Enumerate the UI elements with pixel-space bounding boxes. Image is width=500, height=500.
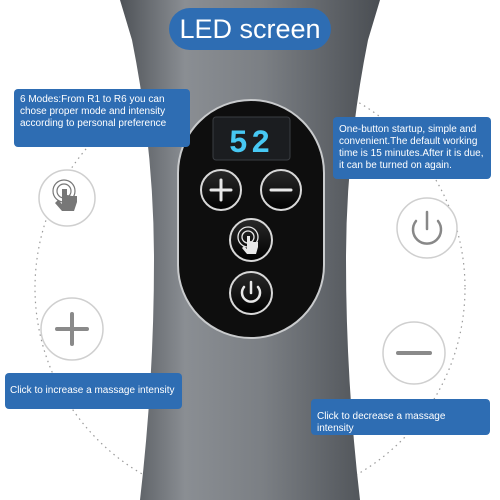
led-digits: 52 bbox=[229, 125, 273, 162]
plus-button[interactable] bbox=[200, 169, 242, 211]
plus-side-icon bbox=[40, 297, 104, 361]
power-side-icon bbox=[396, 197, 458, 259]
power-button[interactable] bbox=[229, 271, 273, 315]
increase-callout: Click to increase a massage intensity bbox=[5, 373, 182, 409]
power-icon bbox=[240, 280, 262, 303]
led-screen-badge: LED screen bbox=[169, 8, 331, 50]
minus-button[interactable] bbox=[260, 169, 302, 211]
mode-button[interactable] bbox=[229, 218, 273, 262]
startup-callout: One-button startup, simple and convenien… bbox=[333, 117, 491, 179]
decrease-callout: Click to decrease a massage intensity bbox=[311, 399, 490, 435]
touch-mode-side-icon bbox=[38, 169, 96, 227]
modes-callout: 6 Modes:From R1 to R6 you can chose prop… bbox=[14, 89, 190, 147]
minus-side-icon bbox=[382, 321, 446, 385]
touch-mode-icon bbox=[237, 226, 259, 254]
led-screen bbox=[212, 116, 291, 161]
